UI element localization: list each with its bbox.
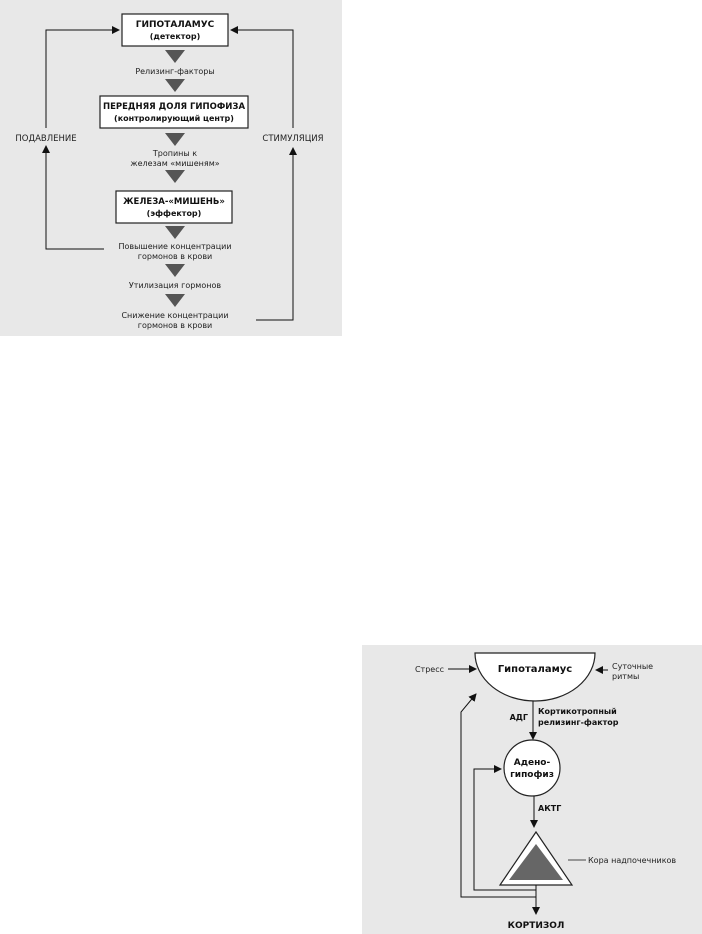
decrease-label-line2: гормонов в крови bbox=[138, 321, 212, 330]
utilization-label: Утилизация гормонов bbox=[129, 281, 221, 290]
increase-label-line2: гормонов в крови bbox=[138, 252, 212, 261]
pituitary-subtitle: (контролирующий центр) bbox=[114, 114, 234, 123]
feedback-arrow-adenohypophysis bbox=[473, 765, 536, 891]
tropins-label-line1: Тропины к bbox=[152, 149, 197, 158]
acth-label: АКТГ bbox=[538, 804, 561, 813]
releasing-factors-label: Релизинг-факторы bbox=[135, 67, 214, 76]
down-triangle-2 bbox=[165, 79, 185, 92]
down-triangle-3 bbox=[165, 133, 185, 146]
increase-label-line1: Повышение концентрации bbox=[118, 242, 231, 251]
down-triangle-5 bbox=[165, 226, 185, 239]
suppression-label: ПОДАВЛЕНИЕ bbox=[15, 134, 76, 144]
hypothalamus-title: ГИПОТАЛАМУС bbox=[136, 20, 215, 30]
suppression-arrow-upper bbox=[45, 26, 120, 128]
adeno-label-line2: гипофиз bbox=[510, 770, 554, 780]
down-triangle-7 bbox=[165, 294, 185, 307]
gland-title: ЖЕЛЕЗА-«МИШЕНЬ» bbox=[123, 197, 225, 207]
adeno-label-line1: Адено- bbox=[514, 758, 551, 768]
adrenal-cortex-inner bbox=[509, 844, 563, 880]
cortisol-label: КОРТИЗОЛ bbox=[508, 921, 565, 931]
stress-label: Стресс bbox=[415, 665, 444, 674]
stimulation-label: СТИМУЛЯЦИЯ bbox=[262, 134, 323, 144]
gland-subtitle: (эффектор) bbox=[147, 209, 202, 218]
adrenal-cortex-label: Кора надпочечников bbox=[588, 856, 676, 865]
anterior-pituitary-box bbox=[99, 95, 249, 129]
hypothalamus-shape bbox=[474, 652, 596, 702]
suppression-arrow-lower bbox=[42, 145, 104, 250]
down-triangle-6 bbox=[165, 264, 185, 277]
stimulation-arrow-upper bbox=[230, 26, 294, 128]
tropins-label-line2: железам «мишеням» bbox=[130, 159, 219, 168]
hypothalamus-box bbox=[121, 13, 229, 47]
adh-label: АДГ bbox=[510, 713, 528, 722]
adenohypophysis-circle bbox=[503, 739, 561, 797]
circadian-label-line2: ритмы bbox=[612, 672, 639, 681]
hypothalamus-subtitle: (детектор) bbox=[150, 32, 201, 41]
pituitary-title: ПЕРЕДНЯЯ ДОЛЯ ГИПОФИЗА bbox=[103, 102, 246, 112]
stimulation-arrow-lower bbox=[256, 147, 297, 321]
circadian-label-line1: Суточные bbox=[612, 662, 653, 671]
crf-label-line2: релизинг-фактор bbox=[538, 718, 619, 727]
target-gland-box bbox=[115, 190, 233, 224]
decrease-label-line1: Снижение концентрации bbox=[121, 311, 228, 320]
feedback-arrow-hypothalamus bbox=[460, 693, 536, 898]
crf-label-line1: Кортикотропный bbox=[538, 707, 617, 716]
down-triangle-1 bbox=[165, 50, 185, 63]
hypothalamus-label: Гипоталамус bbox=[498, 664, 572, 675]
down-triangle-4 bbox=[165, 170, 185, 183]
